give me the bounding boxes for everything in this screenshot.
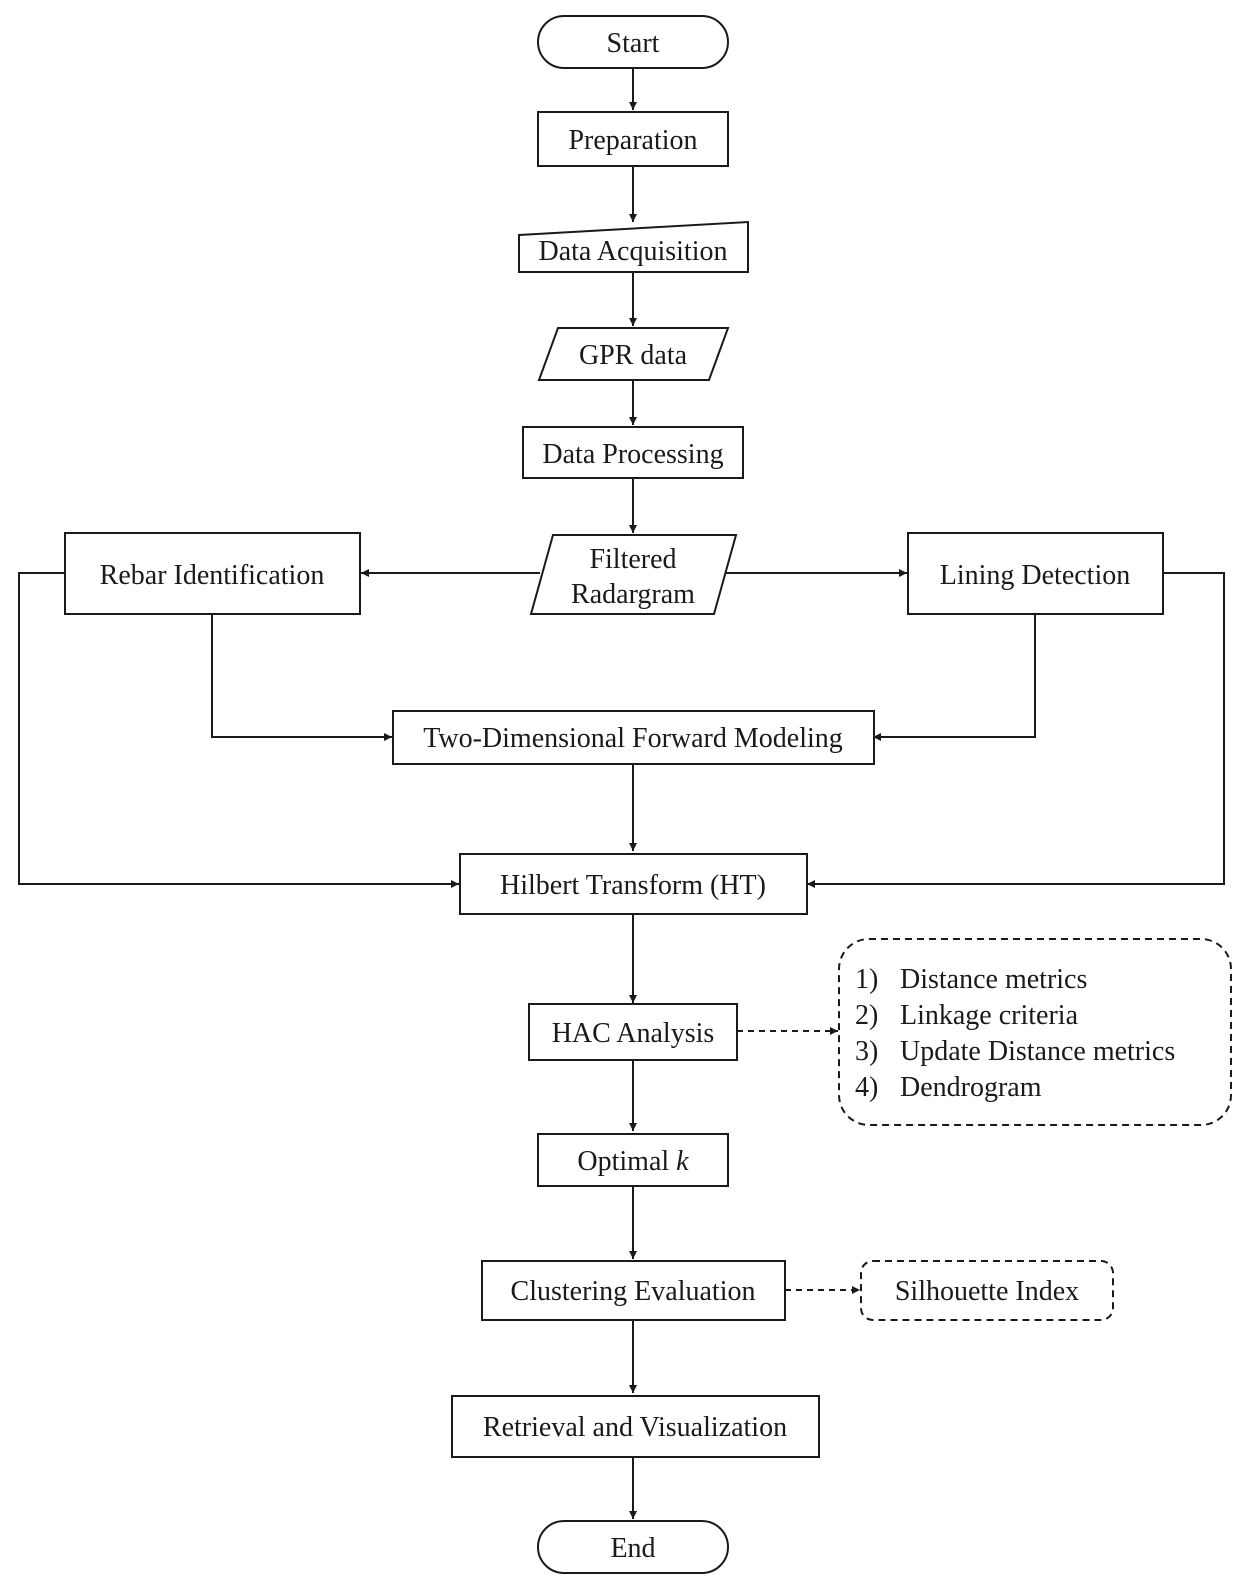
start-node: Start (537, 15, 729, 69)
data-processing-box (522, 426, 744, 479)
gpr-data-parallelogram (537, 327, 730, 381)
connectors (18, 68, 1225, 1519)
rebar-identification-label: Rebar Identification (100, 560, 325, 591)
hac-step-2-text: Linkage criteria (900, 1000, 1079, 1031)
end-node: End (537, 1520, 729, 1574)
data-acquisition-node: Data Acquisition (518, 220, 749, 273)
end-label: End (610, 1533, 655, 1564)
hilbert-transform-label: Hilbert Transform (HT) (500, 870, 766, 901)
hac-steps-node: 1) Distance metrics 2) Linkage criteria … (838, 938, 1232, 1126)
optimal-k-prefix: Optimal (577, 1146, 676, 1177)
silhouette-dashed-box (860, 1260, 1114, 1321)
gpr-data-label: GPR data (579, 340, 688, 371)
silhouette-node: Silhouette Index (860, 1260, 1114, 1321)
hac-step-2-number: 2) (855, 1000, 878, 1031)
start-label: Start (607, 28, 660, 59)
arrow-rebar-to-hilbert (18, 572, 459, 888)
clustering-evaluation-label: Clustering Evaluation (511, 1276, 756, 1307)
retrieval-visualization-box (451, 1395, 820, 1458)
data-processing-node: Data Processing (522, 426, 744, 479)
hac-analysis-box (528, 1003, 738, 1061)
hac-step-1-text: Distance metrics (900, 964, 1087, 995)
lining-detection-label: Lining Detection (940, 560, 1131, 591)
retrieval-visualization-node: Retrieval and Visualization (451, 1395, 820, 1458)
preparation-box (537, 111, 729, 167)
arrow-lining-to-forward-modeling (873, 614, 1036, 741)
hac-analysis-label: HAC Analysis (552, 1018, 715, 1049)
lining-detection-node: Lining Detection (907, 532, 1164, 615)
data-acquisition-label: Data Acquisition (539, 236, 728, 267)
filtered-radargram-label-line1: Filtered (589, 544, 676, 575)
hac-step-4-number: 4) (855, 1072, 878, 1103)
hac-step-1-number: 1) (855, 964, 878, 995)
arrow-lining-to-hilbert (807, 572, 1225, 888)
forward-modeling-label: Two-Dimensional Forward Modeling (423, 723, 843, 754)
forward-modeling-node: Two-Dimensional Forward Modeling (392, 710, 875, 765)
silhouette-label: Silhouette Index (895, 1276, 1079, 1307)
hac-analysis-node: HAC Analysis (528, 1003, 738, 1061)
rebar-identification-box (64, 532, 361, 615)
hac-step-3-text: Update Distance metrics (900, 1036, 1175, 1067)
end-terminator (537, 1520, 729, 1574)
hilbert-transform-box (459, 853, 808, 915)
data-processing-label: Data Processing (542, 439, 723, 470)
lining-detection-box (907, 532, 1164, 615)
data-acquisition-manual-input (518, 220, 749, 273)
rebar-identification-node: Rebar Identification (64, 532, 361, 615)
hilbert-transform-node: Hilbert Transform (HT) (459, 853, 808, 915)
optimal-k-variable: k (676, 1146, 689, 1177)
optimal-k-box (537, 1133, 729, 1187)
clustering-evaluation-box (481, 1260, 786, 1321)
retrieval-visualization-label: Retrieval and Visualization (483, 1412, 787, 1443)
hac-steps-dashed-box (838, 938, 1232, 1126)
preparation-label: Preparation (568, 125, 697, 156)
preparation-node: Preparation (537, 111, 729, 167)
optimal-k-node: Optimal k (537, 1133, 729, 1187)
start-terminator (537, 15, 729, 69)
filtered-radargram-parallelogram (529, 534, 738, 615)
clustering-evaluation-node: Clustering Evaluation (481, 1260, 786, 1321)
hac-step-3-number: 3) (855, 1036, 878, 1067)
arrow-rebar-to-forward-modeling (211, 614, 392, 741)
optimal-k-label: Optimal k (577, 1146, 689, 1177)
filtered-radargram-label-line2: Radargram (571, 579, 695, 610)
hac-step-4-text: Dendrogram (900, 1072, 1042, 1103)
gpr-data-node: GPR data (537, 327, 730, 381)
filtered-radargram-node: Filtered Radargram (529, 534, 738, 615)
forward-modeling-box (392, 710, 875, 765)
